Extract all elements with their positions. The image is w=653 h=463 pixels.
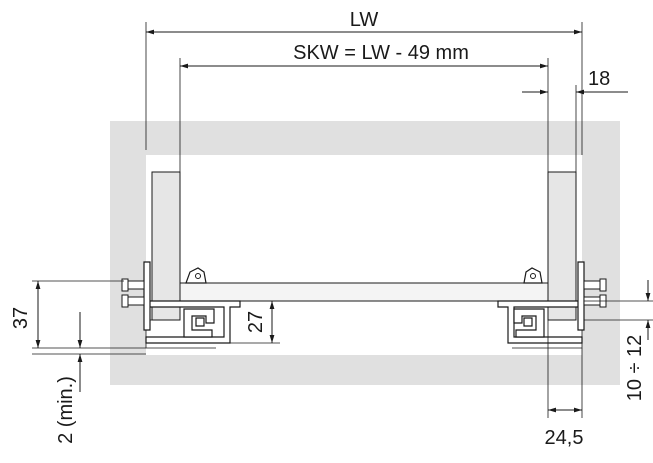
range-10-12-label: 10 ÷ 12	[624, 335, 646, 402]
dimension-lw	[145, 22, 583, 155]
side-thickness-label: 18	[588, 68, 610, 90]
right-side-panel	[547, 171, 577, 321]
dimension-clearance	[32, 312, 146, 392]
left-side-panel	[151, 171, 181, 321]
height-37-label: 37	[10, 307, 32, 329]
offset-24-5-label: 24,5	[545, 427, 584, 449]
cabinet-outline	[110, 121, 620, 385]
clearance-min-label: 2 (min.)	[55, 376, 77, 444]
bottom-clips	[185, 267, 543, 284]
dimension-24-5	[547, 320, 583, 418]
dimension-skw	[179, 58, 549, 172]
dimension-27	[230, 300, 280, 344]
height-27-label: 27	[245, 311, 267, 333]
left-front-bracket	[121, 261, 151, 331]
dimension-10-12	[584, 280, 653, 340]
lw-label: LW	[350, 9, 379, 31]
drawer-side-panels	[151, 171, 577, 321]
drawer-bottom	[179, 282, 549, 302]
dimension-37	[32, 280, 146, 349]
skw-label: SKW = LW - 49 mm	[293, 42, 469, 64]
dimension-side-thickness	[522, 85, 628, 172]
